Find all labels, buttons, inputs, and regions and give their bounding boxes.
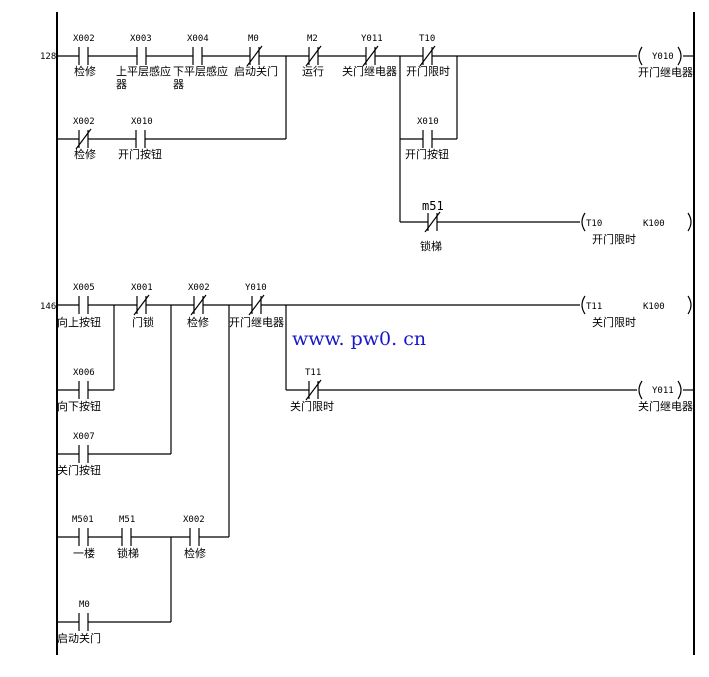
label-r2-m0-addr: M0 xyxy=(79,600,90,610)
label-r1-m2-note: 运行 xyxy=(302,65,324,78)
label-r1-t10-addr: T10 xyxy=(419,34,435,44)
rung-number-146: 146 xyxy=(40,302,56,312)
contact-r2-x002c-no xyxy=(189,528,200,546)
label-coil-y011-addr: Y011 xyxy=(652,386,674,396)
label-r2-m501-note: 一楼 xyxy=(73,546,95,560)
contact-r2-x001-nc xyxy=(133,294,150,316)
label-r1-x004-note-1: 下平层感应 xyxy=(173,64,228,78)
label-r2-x005-note: 向上按钮 xyxy=(57,315,101,329)
contact-r2-x002-nc xyxy=(190,294,207,316)
label-r2-x007-note: 关门按钮 xyxy=(57,463,101,477)
contact-r2-t11-nc xyxy=(305,379,322,401)
label-r2-x002c-addr: X002 xyxy=(183,515,205,525)
label-r1-x003-addr: X003 xyxy=(130,34,152,44)
label-r1-x004-note-2: 器 xyxy=(173,78,184,91)
label-r1-m51-note: 锁梯 xyxy=(420,239,442,253)
label-coil-t11-note: 关门限时 xyxy=(592,315,636,329)
contact-r2-y010-nc xyxy=(248,294,265,316)
contact-r2-m501-no xyxy=(78,528,89,546)
contact-r1-x002b-nc xyxy=(75,128,92,150)
contact-r1-x010a-no xyxy=(135,130,146,148)
label-r2-x001-addr: X001 xyxy=(131,283,153,293)
coil-t11 xyxy=(581,295,692,315)
label-r1-x002b-note: 检修 xyxy=(74,147,96,161)
label-r2-m51-addr: M51 xyxy=(119,515,135,525)
label-r2-y010-addr: Y010 xyxy=(245,283,267,293)
contact-r2-m0-no xyxy=(78,613,89,631)
label-r2-x006-addr: X006 xyxy=(73,368,95,378)
rung-number-128: 128 xyxy=(40,52,56,62)
label-r1-x002-addr: X002 xyxy=(73,34,95,44)
contact-r1-x004-no xyxy=(192,47,203,65)
label-r2-x002c-note: 检修 xyxy=(184,546,206,560)
contact-r1-x010b-no xyxy=(422,130,433,148)
label-r1-x002b-addr: X002 xyxy=(73,117,95,127)
label-r2-x005-addr: X005 xyxy=(73,283,95,293)
rung-128-wires xyxy=(57,55,694,223)
label-r1-x004-addr: X004 xyxy=(187,34,209,44)
label-r1-m2-addr: M2 xyxy=(307,34,318,44)
contact-r2-x006-no xyxy=(78,381,89,399)
label-r1-x010a-addr: X010 xyxy=(131,117,153,127)
contact-r2-m51-no xyxy=(121,528,132,546)
contact-r1-x002-no xyxy=(78,47,89,65)
label-r1-x003-note-2: 器 xyxy=(116,78,127,91)
label-r2-x001-note: 门锁 xyxy=(132,315,154,329)
label-r1-y011-note: 关门继电器 xyxy=(342,64,397,78)
label-r2-x002-note: 检修 xyxy=(187,315,209,329)
label-r2-m51-note: 锁梯 xyxy=(117,546,139,560)
label-r2-x007-addr: X007 xyxy=(73,432,95,442)
contact-r2-x005-no xyxy=(78,296,89,314)
label-coil-y011-note: 关门继电器 xyxy=(638,399,693,413)
contact-r1-m2-nc xyxy=(305,45,322,67)
watermark-text: www. pw0. cn xyxy=(292,328,426,350)
label-r2-y010-note: 开门继电器 xyxy=(229,315,284,329)
label-coil-t10-note: 开门限时 xyxy=(592,232,636,246)
label-coil-t10-addr: T10 xyxy=(586,219,602,229)
label-r1-x010b-note: 开门按钮 xyxy=(405,147,449,161)
contact-r1-t10-nc xyxy=(419,45,436,67)
label-r1-m0-note: 启动关门 xyxy=(234,64,278,78)
label-r2-x002-addr: X002 xyxy=(188,283,210,293)
label-coil-t11-addr: T11 xyxy=(586,302,602,312)
label-r1-x002-note: 检修 xyxy=(74,64,96,78)
contact-r2-x007-no xyxy=(78,445,89,463)
coil-y011 xyxy=(638,380,682,400)
contact-r1-m0-nc xyxy=(246,45,263,67)
label-r1-x003-note-1: 上平层感应 xyxy=(116,64,171,78)
contact-r1-y011-nc xyxy=(362,45,379,67)
label-r2-m0-note: 启动关门 xyxy=(57,631,101,645)
label-coil-y010-note: 开门继电器 xyxy=(638,65,693,79)
label-r1-x010a-note: 开门按钮 xyxy=(118,147,162,161)
label-r2-m501-addr: M501 xyxy=(72,515,94,525)
coil-y010 xyxy=(638,46,682,66)
label-coil-y010-addr: Y010 xyxy=(652,52,674,62)
label-r1-m51-addr: m51 xyxy=(422,199,444,213)
label-r1-y011-addr: Y011 xyxy=(361,34,383,44)
label-r1-m0-addr: M0 xyxy=(248,34,259,44)
label-r1-t10-note: 开门限时 xyxy=(406,64,450,78)
label-r1-x010b-addr: X010 xyxy=(417,117,439,127)
label-r2-t11-note: 关门限时 xyxy=(290,399,334,413)
coil-t10 xyxy=(581,212,692,232)
label-r2-t11-addr: T11 xyxy=(305,368,321,378)
rung-146-wires xyxy=(57,304,694,623)
contact-r1-x003-no xyxy=(136,47,147,65)
label-coil-t10-setting: K100 xyxy=(643,219,665,229)
label-coil-t11-setting: K100 xyxy=(643,302,665,312)
label-r2-x006-note: 向下按钮 xyxy=(57,399,101,413)
contact-r1-m51-nc xyxy=(424,211,441,233)
